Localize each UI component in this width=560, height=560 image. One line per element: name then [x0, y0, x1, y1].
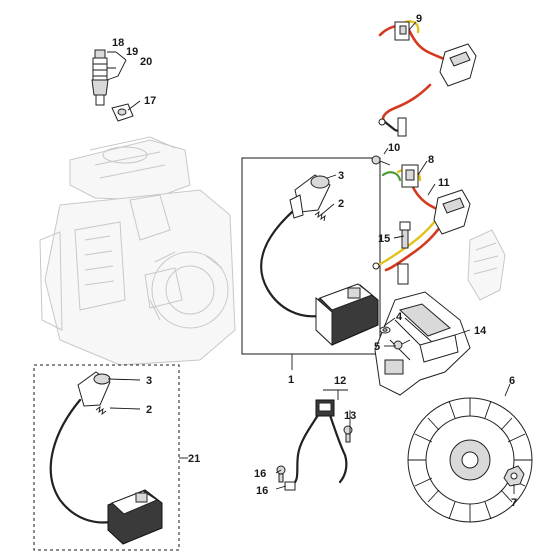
callout-3b: 3 — [146, 375, 152, 387]
callout-2b: 2 — [146, 404, 152, 416]
callout-7: 7 — [511, 497, 517, 509]
short-circuit-wire-12 — [284, 399, 348, 491]
callout-13: 13 — [344, 410, 356, 422]
callout-12: 12 — [334, 375, 346, 387]
module-bracket-14 — [374, 291, 471, 396]
kit-box-21 — [33, 364, 180, 551]
spring-2b — [95, 405, 107, 416]
callout-17: 17 — [144, 95, 156, 107]
wiring-harness-9 — [378, 20, 477, 137]
callout-21: 21 — [188, 453, 200, 465]
callout-6: 6 — [509, 375, 515, 387]
callout-4: 4 — [396, 311, 403, 323]
screw-10 — [371, 155, 391, 166]
cover-ghost — [467, 229, 506, 301]
ignition-module-1 — [260, 174, 379, 347]
washer-4 — [379, 326, 391, 334]
leader-lines — [106, 21, 515, 494]
engine-ghost-outline — [39, 136, 236, 366]
callout-2a: 2 — [338, 198, 344, 210]
callout-5: 5 — [374, 341, 380, 353]
callout-14: 14 — [474, 325, 487, 337]
screw-15 — [399, 221, 411, 249]
callout-15: 15 — [378, 233, 390, 245]
callout-16b: 16 — [256, 485, 268, 497]
callout-20: 20 — [140, 56, 152, 68]
callout-11: 11 — [438, 177, 450, 189]
plug-boot — [111, 103, 134, 122]
callout-1: 1 — [288, 374, 294, 386]
kit-box-1 — [241, 157, 381, 355]
screw-5 — [393, 339, 411, 350]
screw-13 — [343, 425, 353, 443]
callout-19: 19 — [126, 46, 138, 58]
nut-7 — [503, 465, 525, 487]
callout-9: 9 — [416, 13, 422, 25]
callout-18: 18 — [112, 37, 124, 49]
spark-plug — [91, 49, 109, 106]
screw-16 — [276, 465, 286, 483]
callout-8: 8 — [428, 154, 434, 166]
flywheel-6 — [407, 397, 533, 523]
ignition-module-21 — [49, 371, 163, 545]
callout-10: 10 — [388, 142, 400, 154]
callout-16a: 16 — [254, 468, 266, 480]
wiring-harness-8 — [372, 164, 471, 285]
spring-2a — [314, 210, 326, 222]
callout-3a: 3 — [338, 170, 344, 182]
